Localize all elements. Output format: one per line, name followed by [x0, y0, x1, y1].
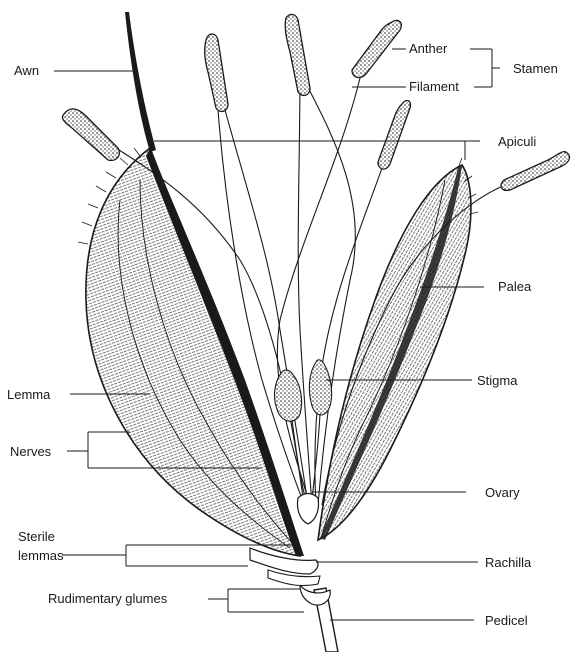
label-pedicel-text: Pedicel — [485, 613, 528, 628]
label-lemma-text: Lemma — [7, 387, 51, 402]
label-nerves-text: Nerves — [10, 444, 52, 459]
label-rachilla-text: Rachilla — [485, 555, 532, 570]
awn-shape — [125, 12, 156, 152]
anther-6 — [501, 152, 569, 191]
anther-2 — [205, 34, 228, 111]
label-filament-text: Filament — [409, 79, 459, 94]
label-sterile-lemmas-text-2: lemmas — [18, 548, 64, 563]
label-stigma-text: Stigma — [477, 373, 518, 388]
lemma-shape — [78, 148, 304, 556]
label-sterile-lemmas-text-1: Sterile — [18, 529, 55, 544]
label-rudimentary-glumes-text: Rudimentary glumes — [48, 591, 168, 606]
label-apiculi: Apiculi — [154, 134, 536, 160]
label-palea-text: Palea — [498, 279, 532, 294]
pedicel-shape — [300, 585, 338, 652]
label-rachilla: Rachilla — [316, 555, 532, 570]
anther-1 — [62, 109, 119, 160]
label-pedicel: Pedicel — [330, 613, 528, 628]
anther-5 — [378, 101, 410, 170]
palea-shape — [318, 158, 478, 540]
label-apiculi-text: Apiculi — [498, 134, 536, 149]
ovary-shape — [297, 494, 318, 525]
label-rudimentary-glumes: Rudimentary glumes — [48, 589, 304, 612]
label-awn-text: Awn — [14, 63, 39, 78]
label-ovary-text: Ovary — [485, 485, 520, 500]
label-stamen-text: Stamen — [513, 61, 558, 76]
label-anther-text: Anther — [409, 41, 448, 56]
anther-3 — [285, 14, 310, 95]
label-awn: Awn — [14, 63, 133, 78]
